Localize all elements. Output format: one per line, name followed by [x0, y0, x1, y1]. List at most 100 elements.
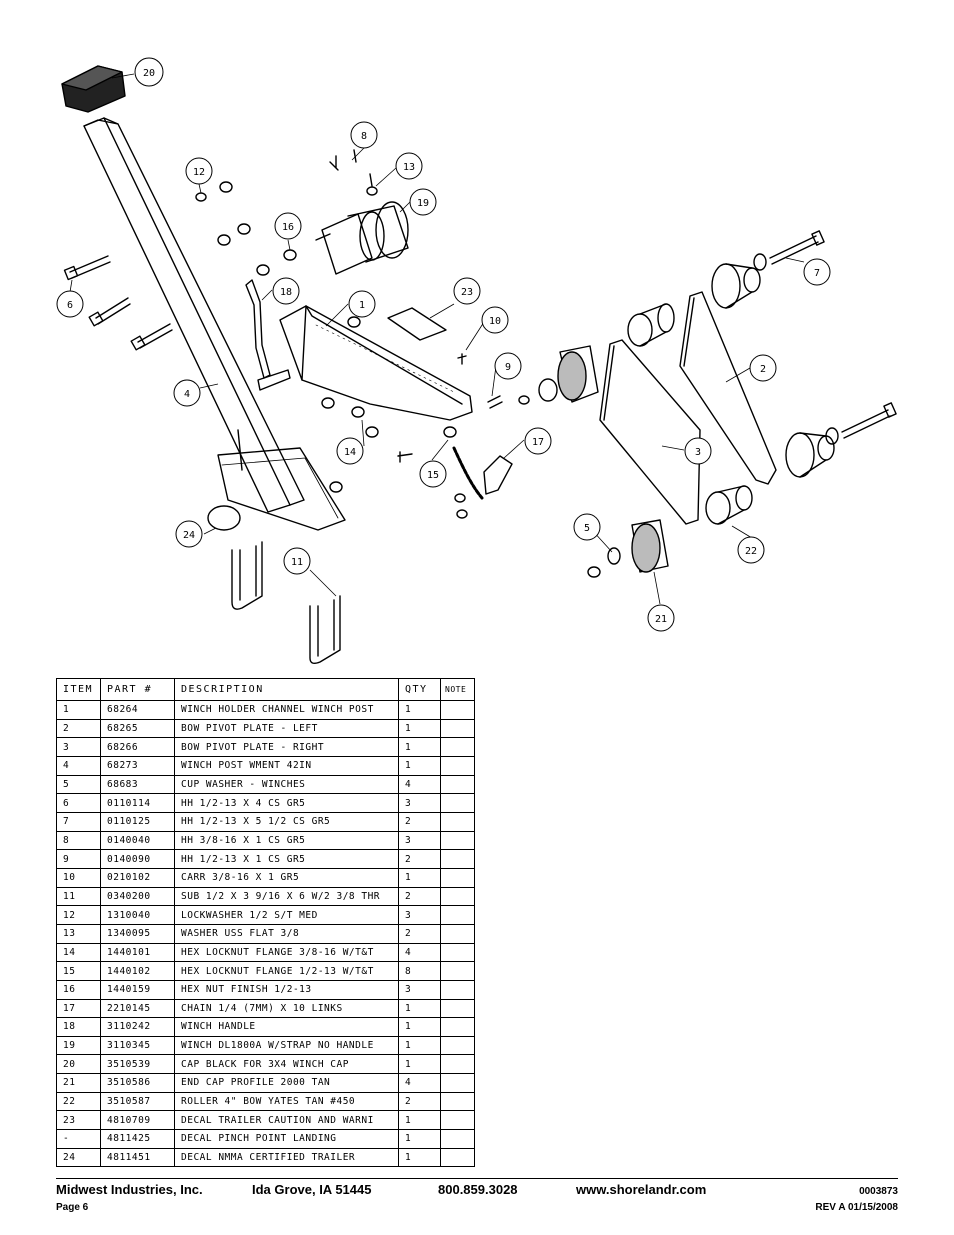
cell-item: 18 [56, 1017, 101, 1037]
cell-part: 3510586 [100, 1073, 175, 1093]
callout-18: 18 [280, 287, 292, 298]
cell-desc: END CAP PROFILE 2000 TAN [174, 1073, 399, 1093]
cell-qty: 3 [398, 979, 441, 1000]
cell-desc: HH 1/2-13 X 1 CS GR5 [174, 849, 399, 869]
cell-note [440, 774, 475, 795]
cell-note [440, 867, 475, 888]
cup-washer [538, 378, 558, 402]
cell-qty: 1 [398, 1129, 441, 1149]
cell-item: 7 [56, 811, 101, 832]
cell-desc: ROLLER 4" BOW YATES TAN #450 [174, 1091, 399, 1112]
cell-qty: 3 [398, 830, 441, 851]
callout-24: 24 [183, 530, 195, 541]
cell-note [440, 1054, 475, 1075]
cell-part: 2210145 [100, 998, 175, 1019]
cell-part: 3510587 [100, 1091, 175, 1112]
cell-desc: DECAL PINCH POINT LANDING [174, 1129, 399, 1149]
footer-phone: 800.859.3028 [438, 1182, 518, 1197]
footer-website: www.shorelandr.com [576, 1182, 707, 1197]
cell-desc: WINCH HANDLE [174, 1017, 399, 1037]
cell-note [440, 700, 475, 720]
cell-item: 19 [56, 1035, 101, 1056]
winch-part [315, 201, 409, 275]
cell-qty: 1 [398, 1017, 441, 1037]
cell-desc: BOW PIVOT PLATE - RIGHT [174, 737, 399, 757]
cell-note [440, 849, 475, 869]
callout-14: 14 [344, 447, 356, 458]
cell-qty: 4 [398, 942, 441, 963]
cell-part: 1340095 [100, 923, 175, 944]
cell-part: 68264 [100, 700, 175, 720]
cell-note [440, 1017, 475, 1037]
cell-qty: 2 [398, 1091, 441, 1112]
cell-item: 17 [56, 998, 101, 1019]
header-item: ITEM [56, 678, 101, 701]
cell-note [440, 793, 475, 813]
cell-part: 68273 [100, 755, 175, 776]
cell-qty: 1 [398, 1110, 441, 1131]
cell-desc: HH 1/2-13 X 4 CS GR5 [174, 793, 399, 813]
cell-qty: 1 [398, 718, 441, 739]
callout-5: 5 [584, 523, 590, 534]
footer-doc-number: 0003873 [859, 1186, 898, 1197]
cell-note [440, 979, 475, 1000]
cell-qty: 8 [398, 961, 441, 981]
cell-part: 4811425 [100, 1129, 175, 1149]
cell-note [440, 1147, 475, 1168]
cell-qty: 1 [398, 867, 441, 888]
cell-item: 21 [56, 1073, 101, 1093]
cell-part: 3110242 [100, 1017, 175, 1037]
cell-desc: HEX NUT FINISH 1/2-13 [174, 979, 399, 1000]
header-note: NOTE [440, 678, 475, 701]
callout-7: 7 [814, 268, 820, 279]
cell-part: 0110114 [100, 793, 175, 813]
cell-qty: 2 [398, 923, 441, 944]
callout-10: 10 [489, 316, 501, 327]
cell-part: 4811451 [100, 1147, 175, 1168]
cell-item: 20 [56, 1054, 101, 1075]
cell-part: 1440102 [100, 961, 175, 981]
callout-15: 15 [427, 470, 439, 481]
cell-note [440, 998, 475, 1019]
cell-item: 2 [56, 718, 101, 739]
callout-19: 19 [417, 198, 429, 209]
cell-item: 1 [56, 700, 101, 720]
callout-16: 16 [282, 222, 294, 233]
cell-note [440, 1035, 475, 1056]
footer-city: Ida Grove, IA 51445 [252, 1182, 372, 1197]
cell-qty: 1 [398, 1035, 441, 1056]
cell-part: 0140090 [100, 849, 175, 869]
bolt-set-6 [63, 255, 173, 351]
bolt-set-7 [769, 230, 897, 439]
roller-end-caps [557, 345, 669, 573]
cell-part: 0110125 [100, 811, 175, 832]
cell-part: 68265 [100, 718, 175, 739]
cell-desc: CARR 3/8-16 X 1 GR5 [174, 867, 399, 888]
cell-note [440, 755, 475, 776]
winch-holder-channel-part [279, 305, 473, 421]
callout-3: 3 [695, 447, 701, 458]
cell-desc: DECAL NMMA CERTIFIED TRAILER [174, 1147, 399, 1168]
cell-item: 16 [56, 979, 101, 1000]
cell-desc: CHAIN 1/4 (7MM) X 10 LINKS [174, 998, 399, 1019]
cell-note [440, 1091, 475, 1112]
cell-note [440, 905, 475, 925]
table-header-row: ITEM PART # DESCRIPTION QTY NOTE [56, 678, 475, 701]
cell-item: 11 [56, 886, 101, 907]
bow-rollers [607, 253, 839, 565]
